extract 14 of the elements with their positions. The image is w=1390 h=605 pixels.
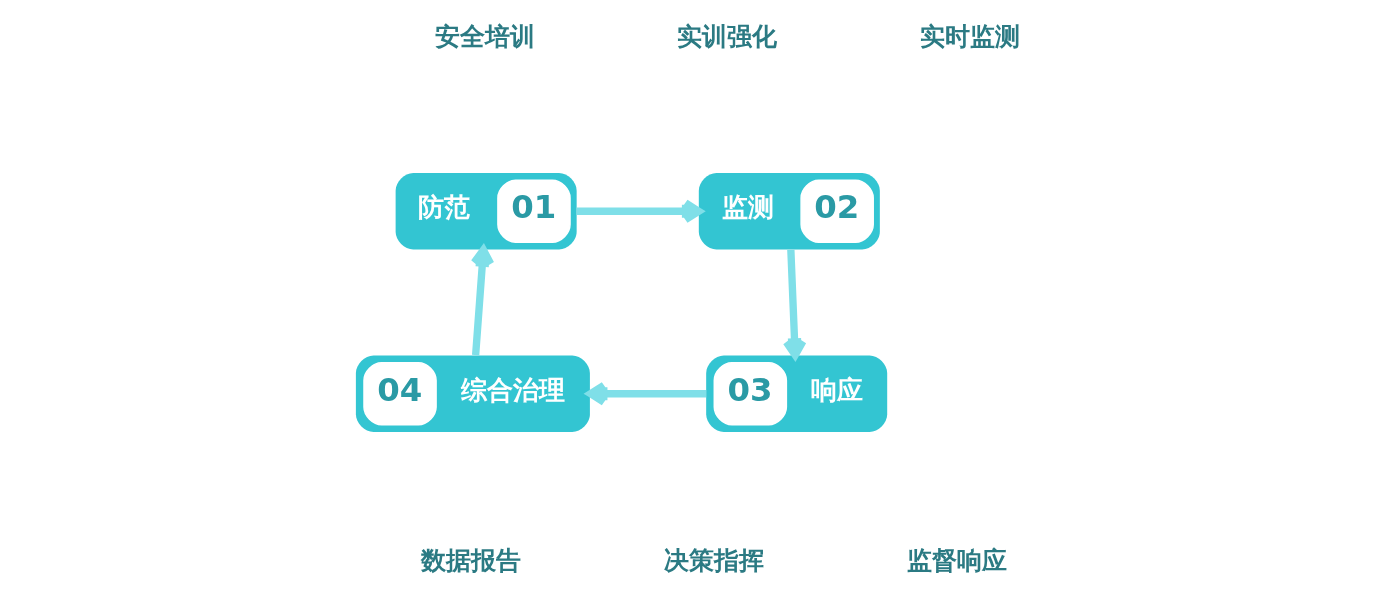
label: 决策指挥 <box>663 546 764 576</box>
label: 实时监测 <box>919 22 1020 52</box>
arrow <box>782 249 807 359</box>
node-box: 03 响应 <box>705 355 887 432</box>
label: 实训强化 <box>676 22 777 52</box>
label: 数据报告 <box>420 546 521 576</box>
arrow <box>576 199 703 224</box>
node-box: 防范 01 <box>395 173 577 250</box>
node-box: 04 综合治理 <box>355 355 590 432</box>
label: 安全培训 <box>434 22 535 52</box>
arrow <box>586 381 706 406</box>
node-box: 监测 02 <box>698 173 880 250</box>
arrow <box>470 246 494 356</box>
label: 监督响应 <box>906 546 1007 576</box>
